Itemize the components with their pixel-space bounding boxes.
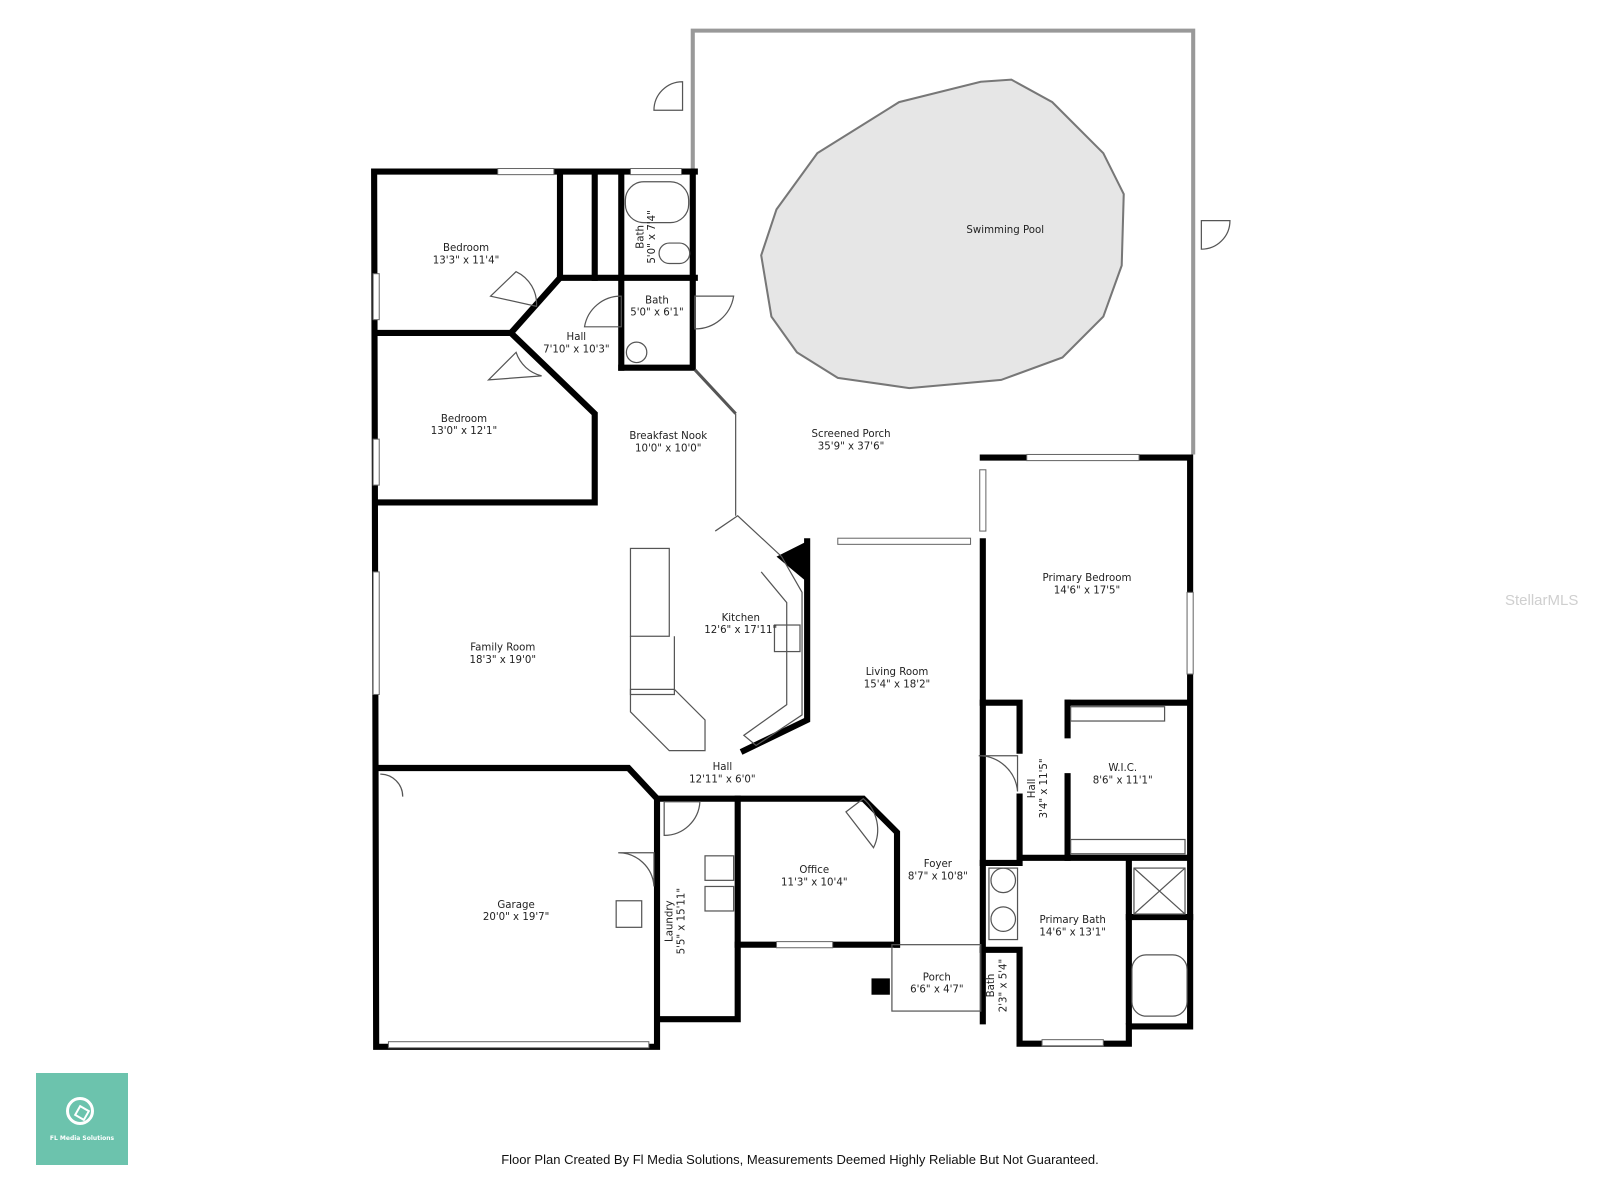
room-dims: 13'0" x 12'1" bbox=[431, 426, 497, 437]
footer-disclaimer: Floor Plan Created By Fl Media Solutions… bbox=[0, 1152, 1600, 1167]
room-name: Bath bbox=[645, 295, 669, 306]
room-dims: 8'7" x 10'8" bbox=[908, 871, 968, 882]
room-name: Bedroom bbox=[443, 243, 489, 254]
room-name: Garage bbox=[497, 900, 534, 911]
logo-text: FL Media Solutions bbox=[49, 1135, 115, 1142]
room-name: Breakfast Nook bbox=[629, 431, 707, 442]
room-dims: 14'6" x 17'5" bbox=[1054, 585, 1120, 596]
room-name: Living Room bbox=[866, 667, 929, 678]
room-name: Kitchen bbox=[722, 613, 760, 624]
room-labels: Bedroom 13'3" x 11'4" Bath 5'0" x 7'4" B… bbox=[431, 210, 1153, 1012]
room-name: Swimming Pool bbox=[966, 225, 1044, 236]
room-name: Hall bbox=[1027, 779, 1038, 799]
room-name: Porch bbox=[923, 972, 951, 983]
room-name: Laundry bbox=[664, 900, 675, 942]
walls bbox=[371, 168, 1194, 1050]
footer-text: Floor Plan Created By Fl Media Solutions… bbox=[501, 1152, 1099, 1167]
room-dims: 20'0" x 19'7" bbox=[483, 912, 549, 923]
fl-media-logo: FL Media Solutions bbox=[36, 1073, 128, 1165]
room-name: Family Room bbox=[470, 643, 535, 654]
room-dims: 35'9" x 37'6" bbox=[818, 441, 884, 452]
swimming-pool bbox=[760, 78, 1125, 390]
room-name: Hall bbox=[567, 332, 587, 343]
room-dims: 14'6" x 13'1" bbox=[1039, 927, 1105, 938]
room-dims: 15'4" x 18'2" bbox=[864, 679, 930, 690]
room-name: Screened Porch bbox=[811, 429, 890, 440]
room-name: Hall bbox=[713, 762, 733, 773]
room-dims: 7'10" x 10'3" bbox=[543, 344, 609, 355]
room-dims: 12'11" x 6'0" bbox=[689, 774, 755, 785]
room-dims: 3'4" x 11'5" bbox=[1039, 758, 1050, 818]
room-dims: 5'0" x 7'4" bbox=[647, 210, 658, 264]
room-dims: 13'3" x 11'4" bbox=[433, 255, 499, 266]
room-dims: 6'6" x 4'7" bbox=[910, 985, 964, 996]
room-dims: 5'0" x 6'1" bbox=[630, 308, 684, 319]
room-name: Primary Bath bbox=[1039, 915, 1105, 926]
room-dims: 12'6" x 17'11" bbox=[704, 625, 777, 636]
room-dims: 10'0" x 10'0" bbox=[635, 443, 701, 454]
room-name: Office bbox=[799, 865, 829, 876]
room-dims: 8'6" x 11'1" bbox=[1093, 775, 1153, 786]
room-dims: 11'3" x 10'4" bbox=[781, 877, 847, 888]
watermark: StellarMLS bbox=[1505, 592, 1579, 609]
room-name: Bath bbox=[986, 974, 997, 998]
room-name: Primary Bedroom bbox=[1043, 573, 1132, 584]
room-dims: 2'3" x 5'4" bbox=[998, 959, 1009, 1013]
camera-aperture-icon bbox=[66, 1097, 94, 1125]
room-dims: 5'5" x 15'11" bbox=[677, 888, 688, 954]
room-name: Bedroom bbox=[441, 414, 487, 425]
room-name: Foyer bbox=[924, 859, 953, 870]
room-name: W.I.C. bbox=[1108, 763, 1137, 774]
room-dims: 18'3" x 19'0" bbox=[470, 655, 536, 666]
fixtures bbox=[372, 167, 1194, 1049]
room-name: Bath bbox=[636, 225, 647, 249]
